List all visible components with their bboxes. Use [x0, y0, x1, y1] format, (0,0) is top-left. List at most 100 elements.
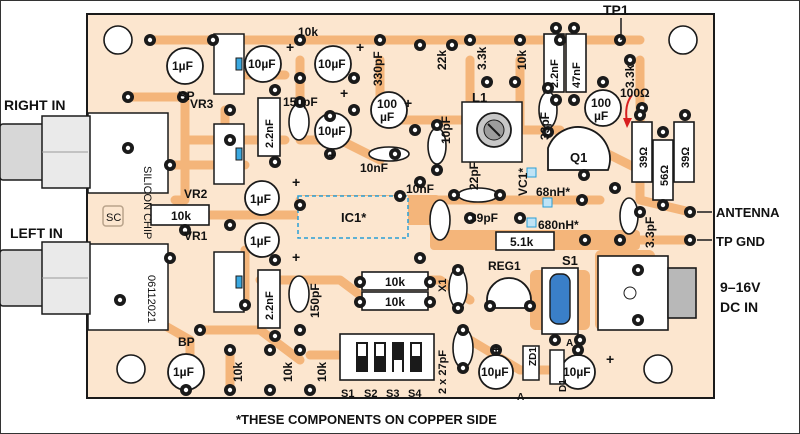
- pad-hole: [557, 37, 563, 43]
- label-s1: S1: [562, 253, 578, 268]
- resistor-10k-left: [150, 204, 210, 226]
- label-10k: 10k: [315, 362, 329, 382]
- label-5k1: 5.1k: [510, 235, 534, 249]
- pad-hole: [687, 237, 693, 243]
- capacitor-100uf: [584, 89, 622, 127]
- pad-hole: [553, 25, 559, 31]
- label-10uf: 10µF: [248, 57, 276, 71]
- polarity-plus: +: [404, 95, 412, 111]
- pad-hole: [687, 209, 693, 215]
- label-bp-bottom: BP: [178, 335, 195, 349]
- pad-hole: [377, 37, 383, 43]
- label-reg1: REG1: [488, 259, 521, 273]
- label-10k: 10k: [281, 362, 295, 382]
- pad-hole: [455, 267, 461, 273]
- label-2n2: 2.2nF: [549, 59, 561, 88]
- diode-d1: [549, 349, 565, 385]
- pad-hole: [635, 267, 641, 273]
- pad-hole: [487, 303, 493, 309]
- label-10pf: 10pF: [439, 116, 453, 144]
- pad-hole: [125, 94, 131, 100]
- capacitor-47nf: [565, 33, 587, 93]
- label-10k: 10k: [385, 295, 405, 309]
- capacitor-1uf-bp-top: [166, 47, 204, 85]
- pad-hole: [575, 347, 581, 353]
- resistor-5k1: [495, 231, 555, 251]
- label-22k: 22k: [435, 50, 449, 70]
- label-39ohm: 39Ω: [680, 147, 692, 168]
- pad-hole: [552, 337, 558, 343]
- pad-hole: [553, 97, 559, 103]
- label-330pf: 330pF: [371, 51, 385, 86]
- label-1uf: 1µF: [250, 192, 271, 206]
- sc-logo-text: SC: [106, 212, 121, 224]
- pad-hole: [272, 257, 278, 263]
- label-d1: D1: [558, 379, 569, 392]
- label-left-in: LEFT IN: [10, 225, 63, 241]
- regulator-reg1: [486, 277, 532, 309]
- capacitor-2n2-upper: [257, 97, 281, 157]
- label-100uf-top: 100: [377, 97, 397, 111]
- polarity-plus: +: [286, 39, 294, 55]
- pad-hole: [297, 75, 303, 81]
- pad-hole: [449, 42, 455, 48]
- capacitor-10uf: [314, 45, 352, 83]
- power-switch-s1: [541, 267, 579, 335]
- pad-hole: [527, 303, 533, 309]
- label-100ohm: 100Ω: [620, 86, 650, 100]
- pad-hole: [297, 202, 303, 208]
- label-150pf: 150pF: [308, 283, 322, 318]
- board-code-text: 06112021: [145, 275, 157, 323]
- capacitor-10uf: [244, 45, 282, 83]
- mounting-hole: [116, 354, 146, 384]
- label-vc1: VC1*: [516, 168, 530, 196]
- label-150pf: 150pF: [283, 95, 318, 109]
- label-10k: 10k: [231, 362, 245, 382]
- pad-hole: [227, 387, 233, 393]
- label-2n2: 2.2nF: [264, 119, 276, 148]
- coil-l1: [461, 101, 523, 163]
- pad-hole: [571, 97, 577, 103]
- pad-hole: [571, 25, 577, 31]
- pad-hole: [351, 107, 357, 113]
- polarity-plus: +: [492, 341, 500, 357]
- pad-hole: [617, 237, 623, 243]
- pad-hole: [242, 302, 248, 308]
- label-antenna: ANTENNA: [716, 205, 780, 220]
- label-33pf: 33pF: [538, 112, 552, 140]
- mounting-hole: [643, 354, 673, 384]
- pad-hole: [467, 215, 473, 221]
- sc-logo: [102, 205, 124, 227]
- capacitor-3p3pf: [619, 197, 639, 235]
- label-bp-top: BP: [178, 89, 195, 103]
- label-100uf-bottom: µF: [380, 110, 394, 124]
- label-vr3: VR3: [190, 97, 214, 111]
- pad-hole: [297, 327, 303, 333]
- label-vr1: VR1: [184, 229, 208, 243]
- pad-hole: [297, 99, 303, 105]
- label-tp-gnd: TP GND: [716, 234, 765, 249]
- label-dip-s2: S2: [364, 388, 377, 400]
- smd-pad: [526, 167, 537, 178]
- pad-hole: [357, 299, 363, 305]
- pad-hole: [392, 151, 398, 157]
- pad-hole: [434, 122, 440, 128]
- label-68nh: 68nH*: [536, 185, 570, 199]
- smd-pad: [526, 217, 537, 228]
- label-dip-s3: S3: [386, 388, 399, 400]
- pad-hole: [660, 202, 666, 208]
- pad-hole: [582, 237, 588, 243]
- pad-hole: [600, 79, 606, 85]
- ic1-outline: [297, 195, 409, 239]
- pad-hole: [579, 197, 585, 203]
- pad-hole: [517, 37, 523, 43]
- pad-hole: [517, 215, 523, 221]
- label-dc-in-voltage: 9–16V: [720, 279, 761, 295]
- pad-hole: [512, 79, 518, 85]
- resistor-39ohm: [673, 121, 695, 183]
- dip-switch: [339, 333, 435, 381]
- label-39pf: 39pF: [470, 211, 498, 225]
- pad-hole: [180, 94, 186, 100]
- label-10k: 10k: [298, 25, 318, 39]
